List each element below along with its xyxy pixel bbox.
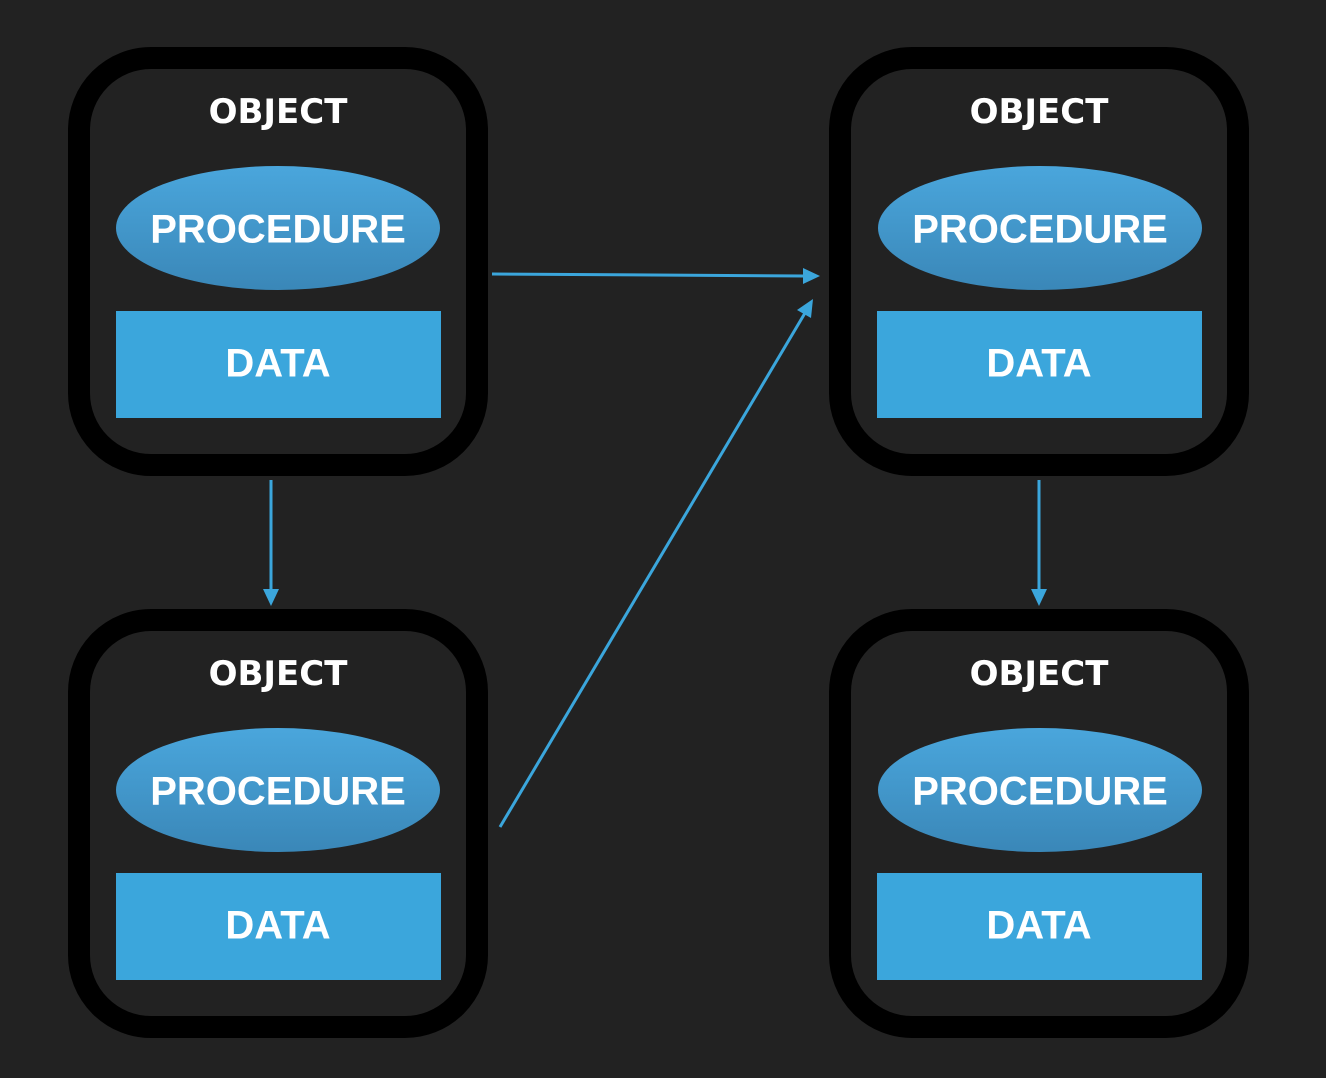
procedure-label: PROCEDURE (150, 208, 406, 252)
data-block (116, 311, 441, 418)
edge-top-left-to-bottom-left (263, 480, 279, 606)
object-title: OBJECT (209, 654, 349, 694)
object-title: OBJECT (209, 92, 349, 132)
data-label: DATA (986, 342, 1091, 386)
arrowhead-up-right-icon (797, 299, 813, 318)
data-label: DATA (986, 904, 1091, 948)
object-top-right: OBJECT PROCEDURE DATA (829, 47, 1249, 476)
object-title: OBJECT (970, 92, 1110, 132)
arrowhead-right-icon (803, 268, 820, 284)
arrowhead-down-icon (1031, 589, 1047, 606)
edge-bottom-left-to-top-right (498, 299, 813, 828)
data-label: DATA (225, 342, 330, 386)
object-title: OBJECT (970, 654, 1110, 694)
data-block (877, 873, 1202, 980)
arrowhead-down-icon (263, 589, 279, 606)
edge-top-left-to-top-right (491, 268, 820, 284)
procedure-ellipse (116, 166, 440, 290)
data-block (877, 311, 1202, 418)
procedure-ellipse (878, 166, 1202, 290)
object-bottom-left: OBJECT PROCEDURE DATA (68, 609, 488, 1038)
data-label: DATA (225, 904, 330, 948)
object-top-left: OBJECT PROCEDURE DATA (68, 47, 488, 476)
data-block (116, 873, 441, 980)
object-bottom-right: OBJECT PROCEDURE DATA (829, 609, 1249, 1038)
procedure-ellipse (116, 728, 440, 852)
procedure-ellipse (878, 728, 1202, 852)
procedure-label: PROCEDURE (912, 770, 1168, 814)
edge-top-right-to-bottom-right (1031, 480, 1047, 606)
procedure-label: PROCEDURE (150, 770, 406, 814)
procedure-label: PROCEDURE (912, 208, 1168, 252)
